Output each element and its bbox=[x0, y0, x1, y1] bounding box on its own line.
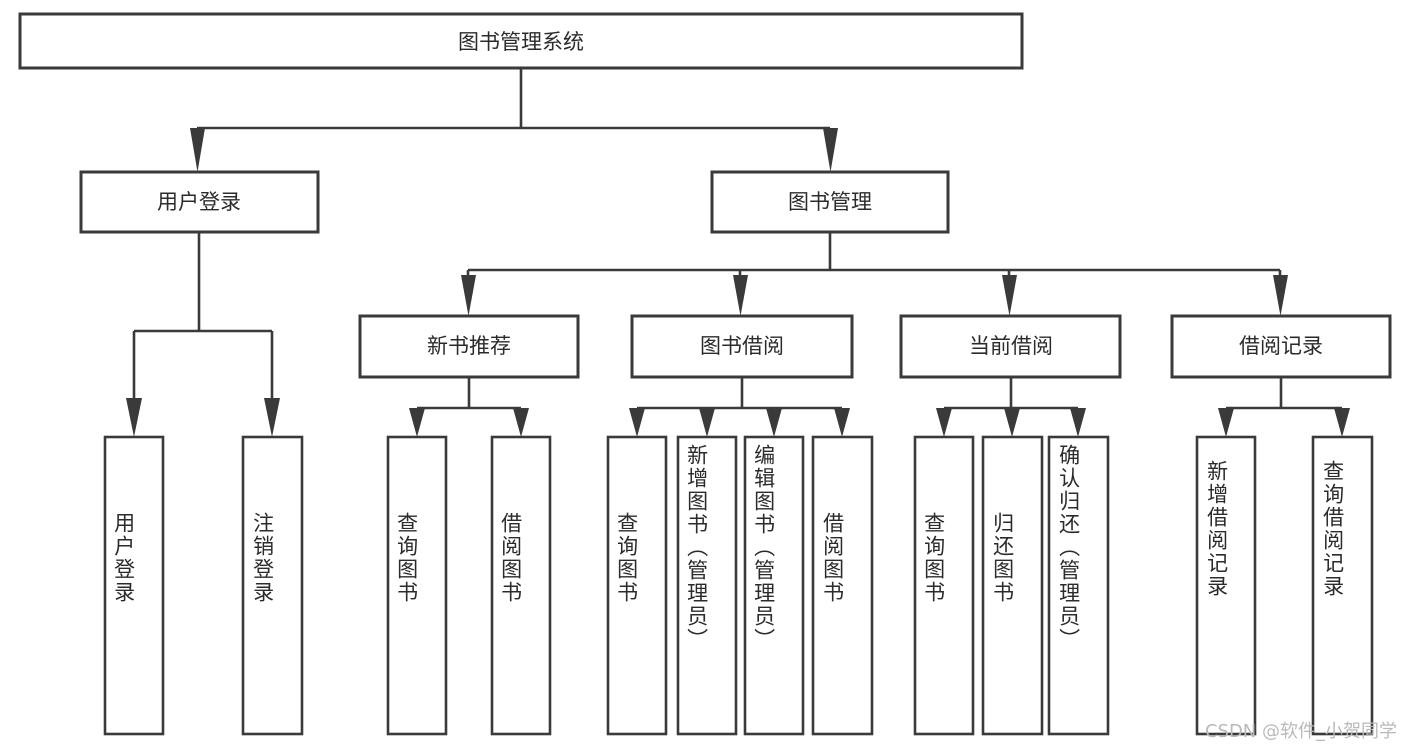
arrowhead-current-borrow bbox=[1002, 275, 1017, 316]
label-borrow-record: 借阅记录 bbox=[1239, 334, 1323, 358]
node-box-leaf-add-book[interactable] bbox=[676, 435, 738, 736]
node-label-group: 图书管理系统 用户登录 图书管理 新书推荐 图书借阅 当前借阅 借阅记录 bbox=[157, 30, 1323, 358]
node-box-book-management[interactable] bbox=[710, 170, 950, 234]
arrowhead-leaf-borrow-book-1 bbox=[513, 408, 529, 437]
arrowhead-leaf-confirm-return bbox=[1070, 408, 1086, 437]
watermark: CSDN @软件_小贺同学 bbox=[1204, 721, 1397, 742]
arrowhead-leaf-user-login bbox=[126, 398, 142, 437]
arrowhead-borrow-record bbox=[1273, 275, 1288, 316]
node-box-leaf-confirm-return[interactable] bbox=[1047, 435, 1110, 736]
node-box-leaf-query-book-2[interactable] bbox=[606, 435, 668, 736]
node-box-leaf-query-book-3[interactable] bbox=[913, 435, 975, 736]
node-box-leaf-add-record[interactable] bbox=[1195, 435, 1257, 736]
node-box-new-book-recommend[interactable] bbox=[358, 314, 580, 379]
node-box-current-borrow[interactable] bbox=[899, 314, 1122, 379]
arrowhead-leaf-add-book bbox=[699, 408, 715, 437]
arrowhead-leaf-logout-login bbox=[264, 398, 280, 437]
arrowhead-group bbox=[126, 128, 1350, 437]
node-box-user-login[interactable] bbox=[79, 170, 320, 234]
label-new-book-recommend: 新书推荐 bbox=[427, 334, 511, 358]
node-box-leaf-logout-login[interactable] bbox=[241, 435, 304, 736]
node-box-root[interactable] bbox=[18, 12, 1024, 70]
node-box-leaf-borrow-book-2[interactable] bbox=[811, 435, 874, 736]
arrowhead-book-management bbox=[823, 128, 838, 172]
label-current-borrow: 当前借阅 bbox=[969, 334, 1053, 358]
node-box-leaf-edit-book[interactable] bbox=[743, 435, 805, 736]
node-box-leaf-return-book[interactable] bbox=[981, 435, 1044, 736]
label-book-management: 图书管理 bbox=[788, 190, 872, 214]
label-user-login: 用户登录 bbox=[157, 190, 241, 214]
node-box-leaf-user-login[interactable] bbox=[103, 435, 165, 736]
node-box-borrow-record[interactable] bbox=[1170, 314, 1392, 379]
arrowhead-leaf-query-book-3 bbox=[936, 408, 952, 437]
arrowhead-leaf-add-record bbox=[1218, 408, 1234, 437]
arrowhead-book-borrow bbox=[733, 275, 748, 316]
arrowhead-new-book-recommend bbox=[461, 275, 476, 316]
node-box-book-borrow[interactable] bbox=[630, 314, 854, 379]
arrowhead-user-login bbox=[190, 128, 205, 172]
node-box-leaf-query-record[interactable] bbox=[1311, 435, 1374, 736]
arrowhead-leaf-query-book-1 bbox=[409, 408, 425, 437]
label-root: 图书管理系统 bbox=[458, 30, 584, 54]
node-box-leaf-query-book-1[interactable] bbox=[386, 435, 448, 736]
arrowhead-leaf-query-book-2 bbox=[629, 408, 645, 437]
arrowhead-leaf-edit-book bbox=[766, 408, 782, 437]
arrowhead-leaf-query-record bbox=[1334, 408, 1350, 437]
node-box-group bbox=[18, 12, 1392, 736]
node-box-leaf-borrow-book-1[interactable] bbox=[490, 435, 552, 736]
label-book-borrow: 图书借阅 bbox=[700, 334, 784, 358]
arrowhead-leaf-borrow-book-2 bbox=[834, 408, 850, 437]
arrowhead-leaf-return-book bbox=[1004, 408, 1020, 437]
